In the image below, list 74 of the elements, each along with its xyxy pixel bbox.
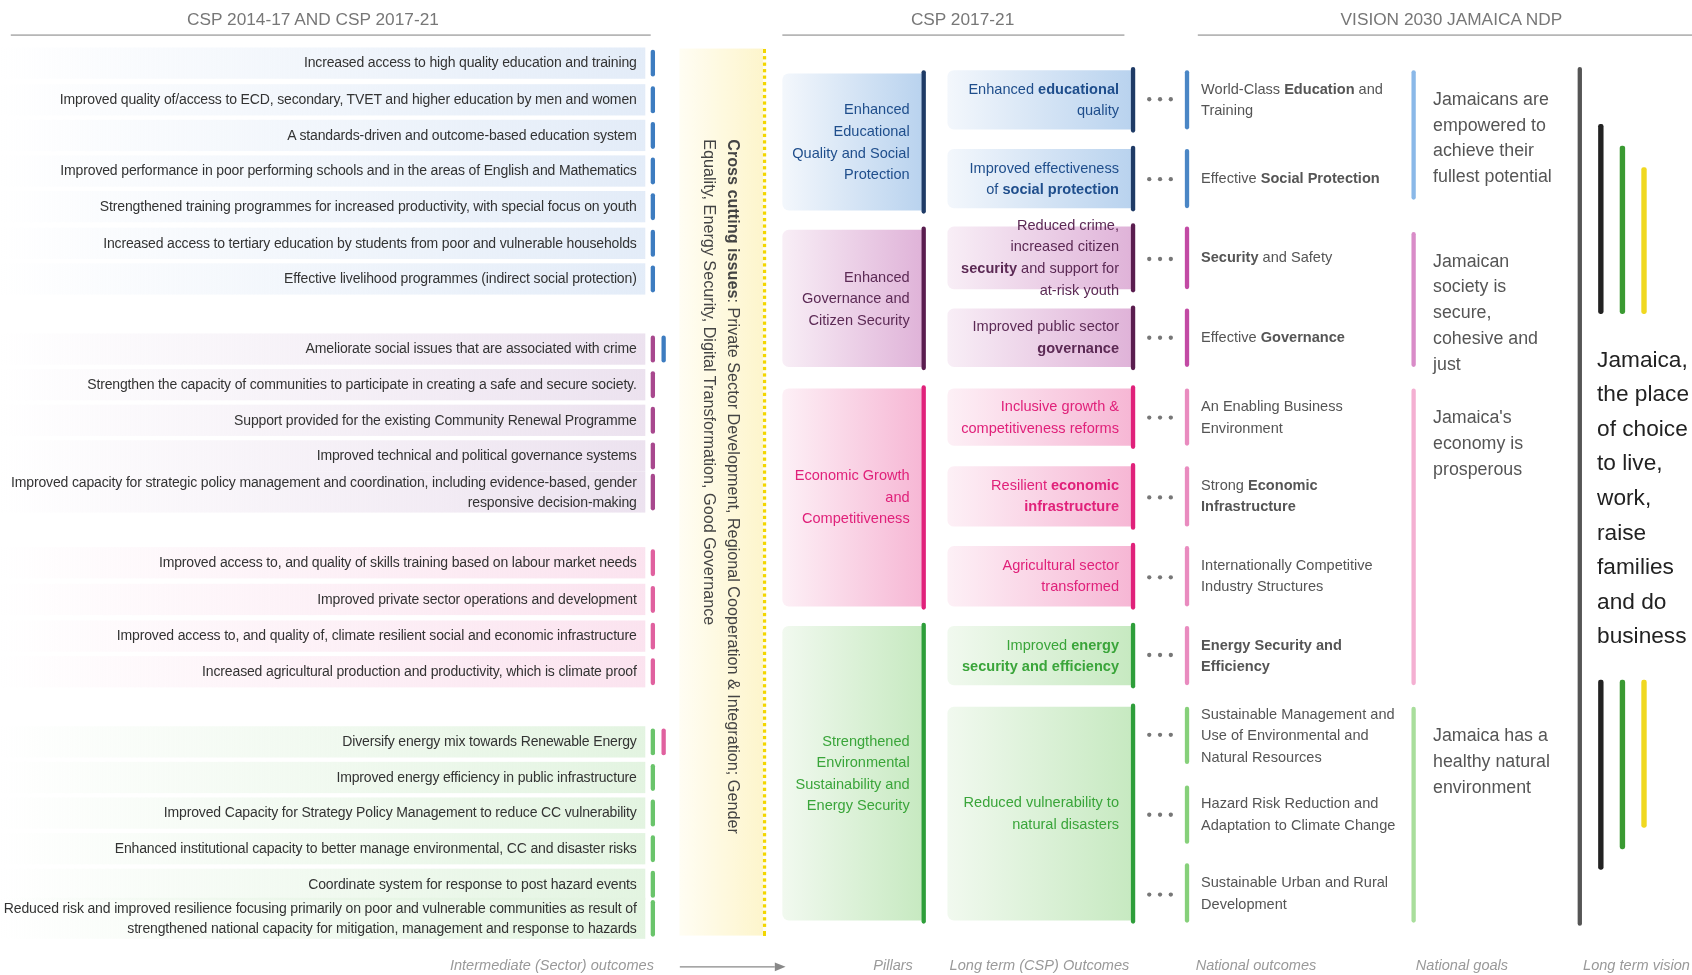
pillar-text: Economic Growth and Competitiveness [793,466,910,529]
outcome-text: Improved energy security and efficiency [960,635,1120,676]
cross-cutting-band [679,48,767,936]
outcome-text: A standards-driven and outcome-based education system [286,125,637,145]
pillar-box [782,625,925,921]
outcome-text: Agricultural sector transformed [1001,555,1120,597]
outcome-text: Sustainable Urban and Rural Development [1201,872,1390,914]
column-footer: National goals [1415,957,1509,974]
column-footer: National outcomes [1195,957,1317,974]
outcome-box [947,546,1135,607]
outcome-text: Improved access to, and quality of skills training based on labour market needs [157,553,637,573]
outcome-text: Effective Social Protection [1201,168,1381,189]
pillar-text: Enhanced Educational Quality and Social Protection [791,99,910,184]
outcome-text: Strengthen the capacity of communities to participate in creating a safe and secure society. [86,375,637,395]
outcome-text: An Enabling Business Environment [1201,396,1344,438]
outcome-text: Improved energy efficiency in public infrastructure [335,767,637,788]
vision-text: Jamaica, the place of choice to live, work, raise families and do business [1597,345,1691,650]
outcome-box [947,148,1135,209]
outcome-text: Improved access to, and quality of, climate resilient social and economic infrastructure [115,626,637,646]
column-footer: Pillars [873,957,913,974]
goal-text: Jamaica has a healthy natural environment [1433,724,1551,799]
outcome-text: Improved capacity for strategic policy management and coordination, including evidence-based, gender responsive decision-making [10,472,637,513]
outcome-text: Effective livelihood programmes (indirect social protection) [283,269,637,289]
outcome-box [947,706,1135,921]
column-footer: Long term vision [1583,957,1690,974]
column-header: VISION 2030 JAMAICA NDP [1340,9,1563,30]
outcome-text: Enhanced institutional capacity to better manage environmental, CC and disaster risks [113,839,637,859]
outcome-text: Sustainable Management and Use of Environmental and Natural Resources [1201,704,1396,767]
goal-text: Jamaica's economy is prosperous [1433,405,1525,481]
column-header: CSP 2014-17 AND CSP 2017-21 [187,9,439,30]
outcome-text: Improved technical and political governance systems [315,446,637,466]
goal-text: Jamaican society is secure, cohesive and just [1433,249,1539,376]
outcome-text: Effective Governance [1201,328,1346,348]
pillar-box [782,73,925,211]
outcome-text: Diversify energy mix towards Renewable Energy [341,732,637,752]
cross-cutting-text: Cross cutting issues: Private Sector Development, Regional Cooperation & Integration; Gender Equality, Energy Security, Digital Transformation, Good Governance [699,139,744,836]
outcome-box [947,388,1135,446]
outcome-text: Hazard Risk Reduction and Adaptation to Climate Change [1201,794,1397,836]
outcome-text: Ameliorate social issues that are associated with crime [304,339,637,359]
outcome-text: Reduced vulnerability to natural disasters [962,793,1120,834]
pillar-text: Enhanced Governance and Citizen Security [800,267,910,330]
outcome-text: Increased access to high quality education and training [303,53,637,73]
outcome-text: Reduced risk and improved resilience focusing primarily on poor and vulnerable communities as result of strengthened national capacity for mitigation, management and response to hazards [2,898,637,939]
outcome-text: Improved Capacity for Strategy Policy Management to reduce CC vulnerability [162,803,637,823]
outcome-box [947,308,1135,367]
outcome-text: Resilient economic infrastructure [990,475,1120,517]
outcome-text: Improved private sector operations and development [316,589,637,609]
column-footer: Intermediate (Sector) outcomes [449,957,654,974]
outcome-box [947,625,1135,686]
goal-text: Jamaicans are empowered to achieve their fullest potential [1433,87,1553,188]
outcome-text: Increased access to tertiary education by students from poor and vulnerable households [102,233,637,253]
pillar-text: Strengthened Environmental Sustainability and Energy Security [794,731,910,816]
outcome-text: Improved quality of/access to ECD, secondary, TVET and higher education by men and women [58,90,637,110]
outcome-text: Support provided for the existing Community Renewal Programme [233,410,637,430]
outcome-text: Improved public sector governance [971,317,1120,359]
outcome-text: World-Class Education and Training [1201,79,1384,121]
outcome-text: Improved effectiveness of social protection [968,158,1120,199]
outcome-box [947,70,1135,130]
outcome-text: Inclusive growth & competitiveness reforms [960,396,1120,438]
column-header: CSP 2017-21 [910,9,1015,30]
outcome-text: Coordinate system for response to post hazard events [307,874,637,894]
outcome-text: Strong Economic Infrastructure [1201,475,1319,517]
pillar-box [782,388,925,607]
outcome-text: Energy Security and Efficiency [1201,635,1343,676]
outcome-text: Strengthened training programmes for increased productivity, with special focus on youth [98,197,637,217]
outcome-text: Reduced crime, increased citizen security and support for at-risk youth [960,215,1120,300]
outcome-box [947,466,1135,527]
column-footer: Long term (CSP) Outcomes [949,957,1130,974]
outcome-text: Security and Safety [1201,248,1334,268]
outcome-text: Improved performance in poor performing schools and in the areas of English and Mathematics [59,161,637,181]
outcome-text: Enhanced educational quality [967,79,1120,121]
outcome-text: Increased agricultural production and productivity, which is climate proof [201,662,637,682]
pillar-box [782,229,925,367]
outcome-text: Internationally Competitive Industry Structures [1201,555,1374,597]
